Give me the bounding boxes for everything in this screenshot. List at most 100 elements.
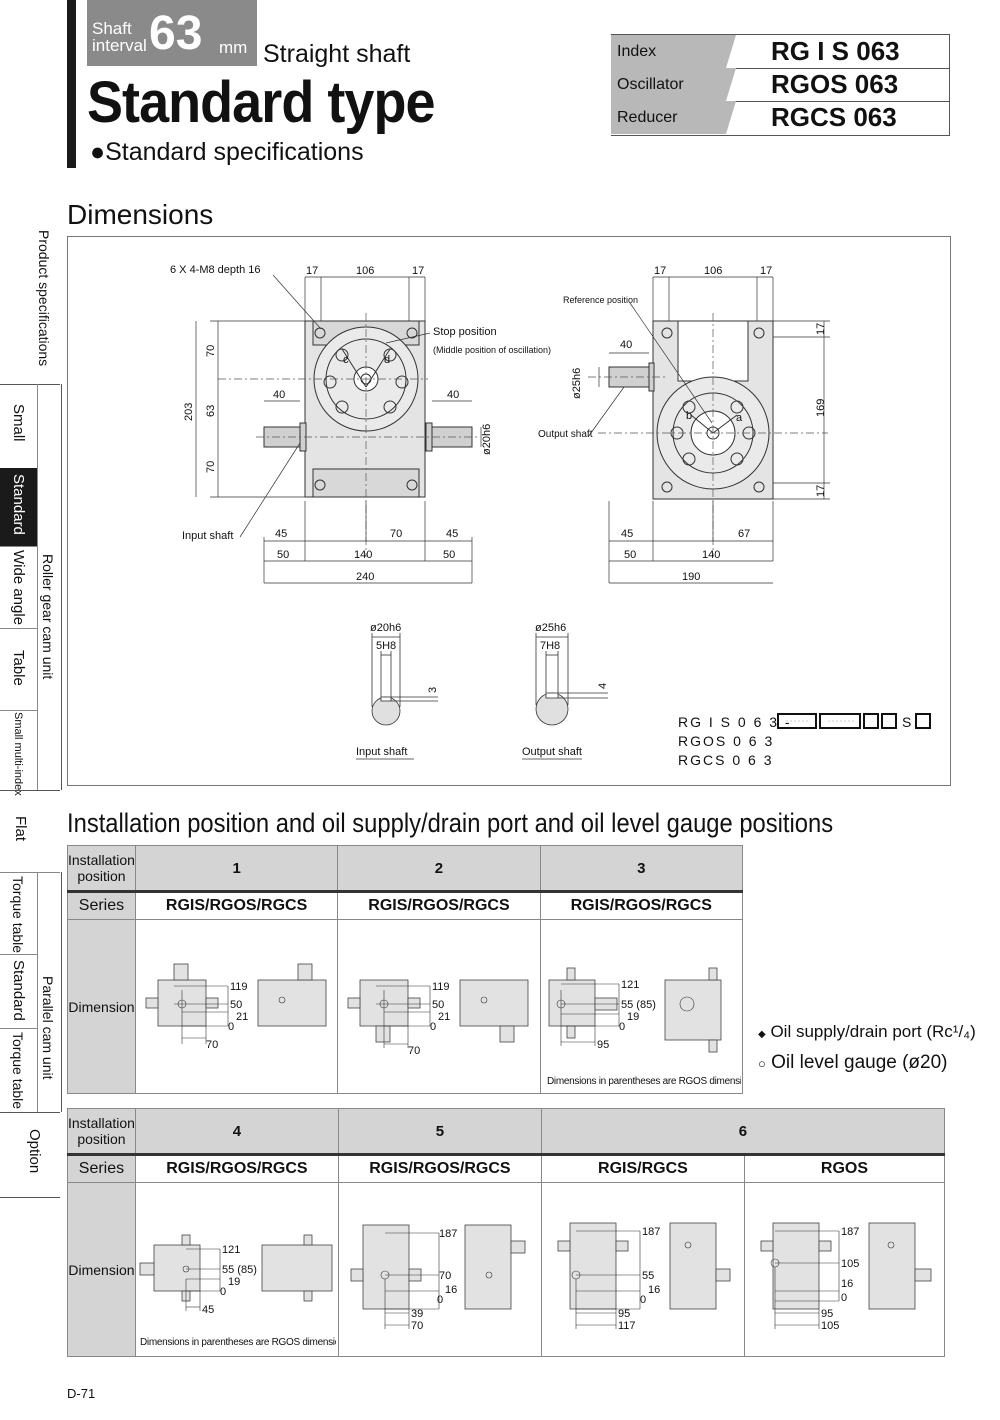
position-cell: 4	[134, 1108, 339, 1155]
diamond-icon: ◆	[758, 1029, 766, 1040]
dim-label: 50	[230, 999, 242, 1011]
dim-label: 70	[390, 528, 402, 540]
row-label-dimension: Dimension	[67, 1182, 136, 1357]
output-shaft-label: Output shaft	[538, 429, 593, 440]
sidebar-item-torque-table[interactable]: Torque table	[0, 872, 37, 955]
stop-position-sublabel: (Middle position of oscillation)	[433, 345, 551, 355]
position-6b-diagram: 187 105 16 0 95 105	[760, 1222, 932, 1332]
dim-label: 17	[815, 485, 827, 497]
dim-label: 19	[627, 1011, 639, 1023]
sidebar-item-label: Wide angle	[10, 550, 27, 626]
dim-label: 119	[230, 981, 248, 993]
key-output-depth: 4	[597, 683, 609, 689]
sidebar-item-wide-angle[interactable]: Wide angle	[0, 546, 37, 629]
sidebar-item-standard-parallel[interactable]: Standard	[0, 954, 37, 1029]
sidebar-item-label: Small multi-index	[12, 712, 24, 796]
dim-label: 187	[439, 1228, 457, 1240]
dim-label: 67	[738, 528, 750, 540]
dim-label: 50	[277, 549, 289, 561]
dim-label: 70	[206, 1039, 218, 1051]
model-code-line2: RGOS 0 6 3	[678, 733, 774, 749]
sidebar-item-label: Small	[10, 404, 27, 442]
dim-label: 40	[273, 389, 285, 401]
dim-label: 140	[702, 549, 720, 561]
model-row-index: Index RG I S 063	[611, 35, 949, 69]
dimension-cell-6a: 187 55 16 0 95 117	[540, 1182, 745, 1357]
sidebar-item-label: Table	[10, 650, 27, 686]
model-key: Reducer	[611, 101, 736, 134]
dim-label: 55 (85)	[222, 1264, 257, 1276]
dim-label: 187	[841, 1226, 859, 1238]
model-value: RG I S 063	[771, 36, 900, 66]
sidebar-item-torque-table-parallel[interactable]: Torque table	[0, 1028, 37, 1113]
dim-label: 17	[306, 265, 318, 277]
dim-label: 140	[354, 549, 372, 561]
dim-label: 0	[437, 1294, 443, 1306]
shaft-label-line1: Shaft	[92, 19, 132, 38]
code-box	[819, 713, 861, 729]
model-key: Index	[611, 35, 736, 68]
series-cell: RGIS/RGOS/RGCS	[337, 1153, 542, 1183]
key-input-label: Input shaft	[356, 746, 407, 758]
dimension-cell-6b: 187 105 16 0 95 105	[743, 1182, 946, 1357]
position-cell: 6	[540, 1108, 946, 1155]
dim-label: 105	[841, 1258, 859, 1270]
model-code-line3: RGCS 0 6 3	[678, 752, 773, 768]
position-cell: 5	[337, 1108, 542, 1155]
shaft-interval-number: 63	[149, 7, 203, 60]
sidebar-item-label: Option	[26, 1129, 43, 1174]
input-diameter-label: ø20h6	[481, 424, 493, 455]
dim-label: 95	[618, 1308, 630, 1320]
dim-label: 63	[205, 405, 217, 417]
dim-label: 50	[432, 999, 444, 1011]
sidebar-item-label: Flat	[12, 816, 29, 842]
dim-label: 21	[236, 1011, 248, 1023]
dim-label: 95	[597, 1039, 609, 1051]
model-key: Oscillator	[611, 68, 736, 101]
position-cell: 3	[539, 845, 744, 892]
dimension-cell-4: 121 55 (85) 19 0 45 Dimensions in parent…	[134, 1182, 339, 1357]
dim-label: 40	[447, 389, 459, 401]
dim-label: 16	[445, 1284, 457, 1296]
sidebar-item-label: Standard	[10, 474, 27, 535]
dim-label: 117	[618, 1320, 636, 1332]
sidebar-item-label: Torque table	[10, 876, 26, 954]
dim-label: 45	[202, 1304, 214, 1316]
dim-label: 70	[411, 1320, 423, 1332]
sidebar-item-small[interactable]: Small	[0, 384, 37, 469]
dim-label: 16	[648, 1284, 660, 1296]
row-label-dimension: Dimension	[67, 919, 136, 1094]
sidebar-item-small-multi-index[interactable]: Small multi-index	[0, 710, 37, 796]
circle-icon: ○	[758, 1056, 766, 1071]
dim-label: 19	[228, 1276, 240, 1288]
sidebar-item-table[interactable]: Table	[0, 628, 37, 711]
installation-heading: Installation position and oil supply/dra…	[67, 808, 834, 838]
position-cell: 1	[134, 845, 339, 892]
sidebar-group-parallel-label: Parallel cam unit	[40, 976, 56, 1080]
shaft-interval-unit: mm	[219, 38, 248, 57]
legend-gauge-text: Oil level gauge (ø20)	[771, 1052, 948, 1073]
dim-label: 106	[704, 265, 722, 277]
dim-label: 105	[821, 1320, 839, 1332]
dim-label: 40	[620, 339, 632, 351]
sidebar-item-standard[interactable]: Standard	[0, 468, 37, 547]
sidebar-item-option[interactable]: Option	[0, 1112, 60, 1198]
position-4-diagram: 121 55 (85) 19 0 45 Dimensions in parent…	[139, 1234, 336, 1348]
dim-label: 0	[841, 1292, 847, 1304]
dimension-cell-3: 121 55 (85) 19 0 95 Dimensions in parent…	[539, 919, 744, 1094]
code-box	[777, 713, 817, 729]
position-5-diagram: 187 70 16 0 39 70	[350, 1224, 526, 1332]
legend-gauge: ○ Oil level gauge (ø20)	[758, 1052, 948, 1074]
dim-label: 17	[412, 265, 424, 277]
legend-oil-port: ◆ Oil supply/drain port (Rc¹/₄)	[758, 1022, 976, 1042]
dim-label: 0	[220, 1286, 226, 1298]
row-label-position: Installation position	[67, 845, 136, 892]
model-value: RGCS 063	[771, 102, 897, 132]
installation-table-2: Installation position 4 5 6 Series RGIS/…	[67, 1108, 946, 1357]
sidebar-item-label: Torque table	[10, 1032, 26, 1110]
row-label-position: Installation position	[67, 1108, 136, 1155]
dim-label: 17	[760, 265, 772, 277]
sidebar-item-flat[interactable]: Flat	[0, 790, 60, 873]
dim-label: 0	[640, 1294, 646, 1306]
sidebar-top-label: Product specifications	[36, 230, 52, 367]
